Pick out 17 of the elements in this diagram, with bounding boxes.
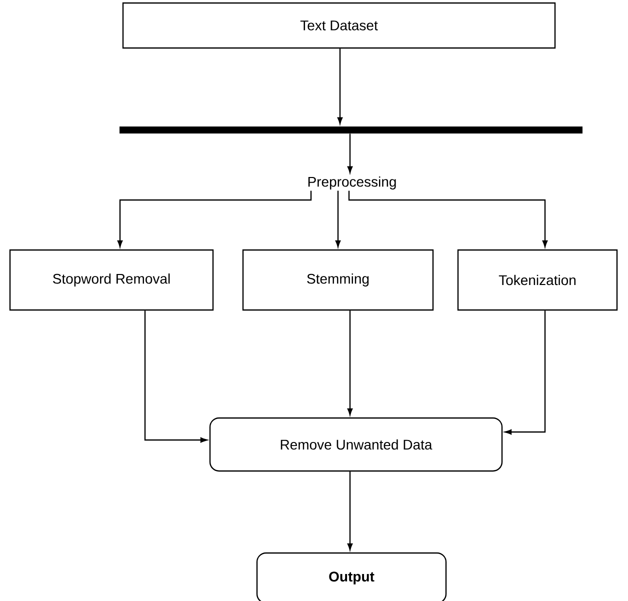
arrow [335,190,341,248]
bar [120,126,582,134]
stage-label: Preprocessing [308,176,396,190]
rounded-box: Remove Unwanted Data [209,417,503,472]
arrow [504,310,546,435]
process-box: Stemming [242,249,434,311]
arrow [348,190,548,248]
process-box: Tokenization [457,249,618,311]
arrow [144,310,208,443]
arrow [117,190,312,248]
arrow [337,48,343,124]
output-box: Output [256,552,447,601]
process-box: Text Dataset [122,2,556,49]
arrow [347,310,353,416]
arrow [347,134,353,174]
arrow [347,472,353,550]
process-box: Stopword Removal [9,249,214,311]
